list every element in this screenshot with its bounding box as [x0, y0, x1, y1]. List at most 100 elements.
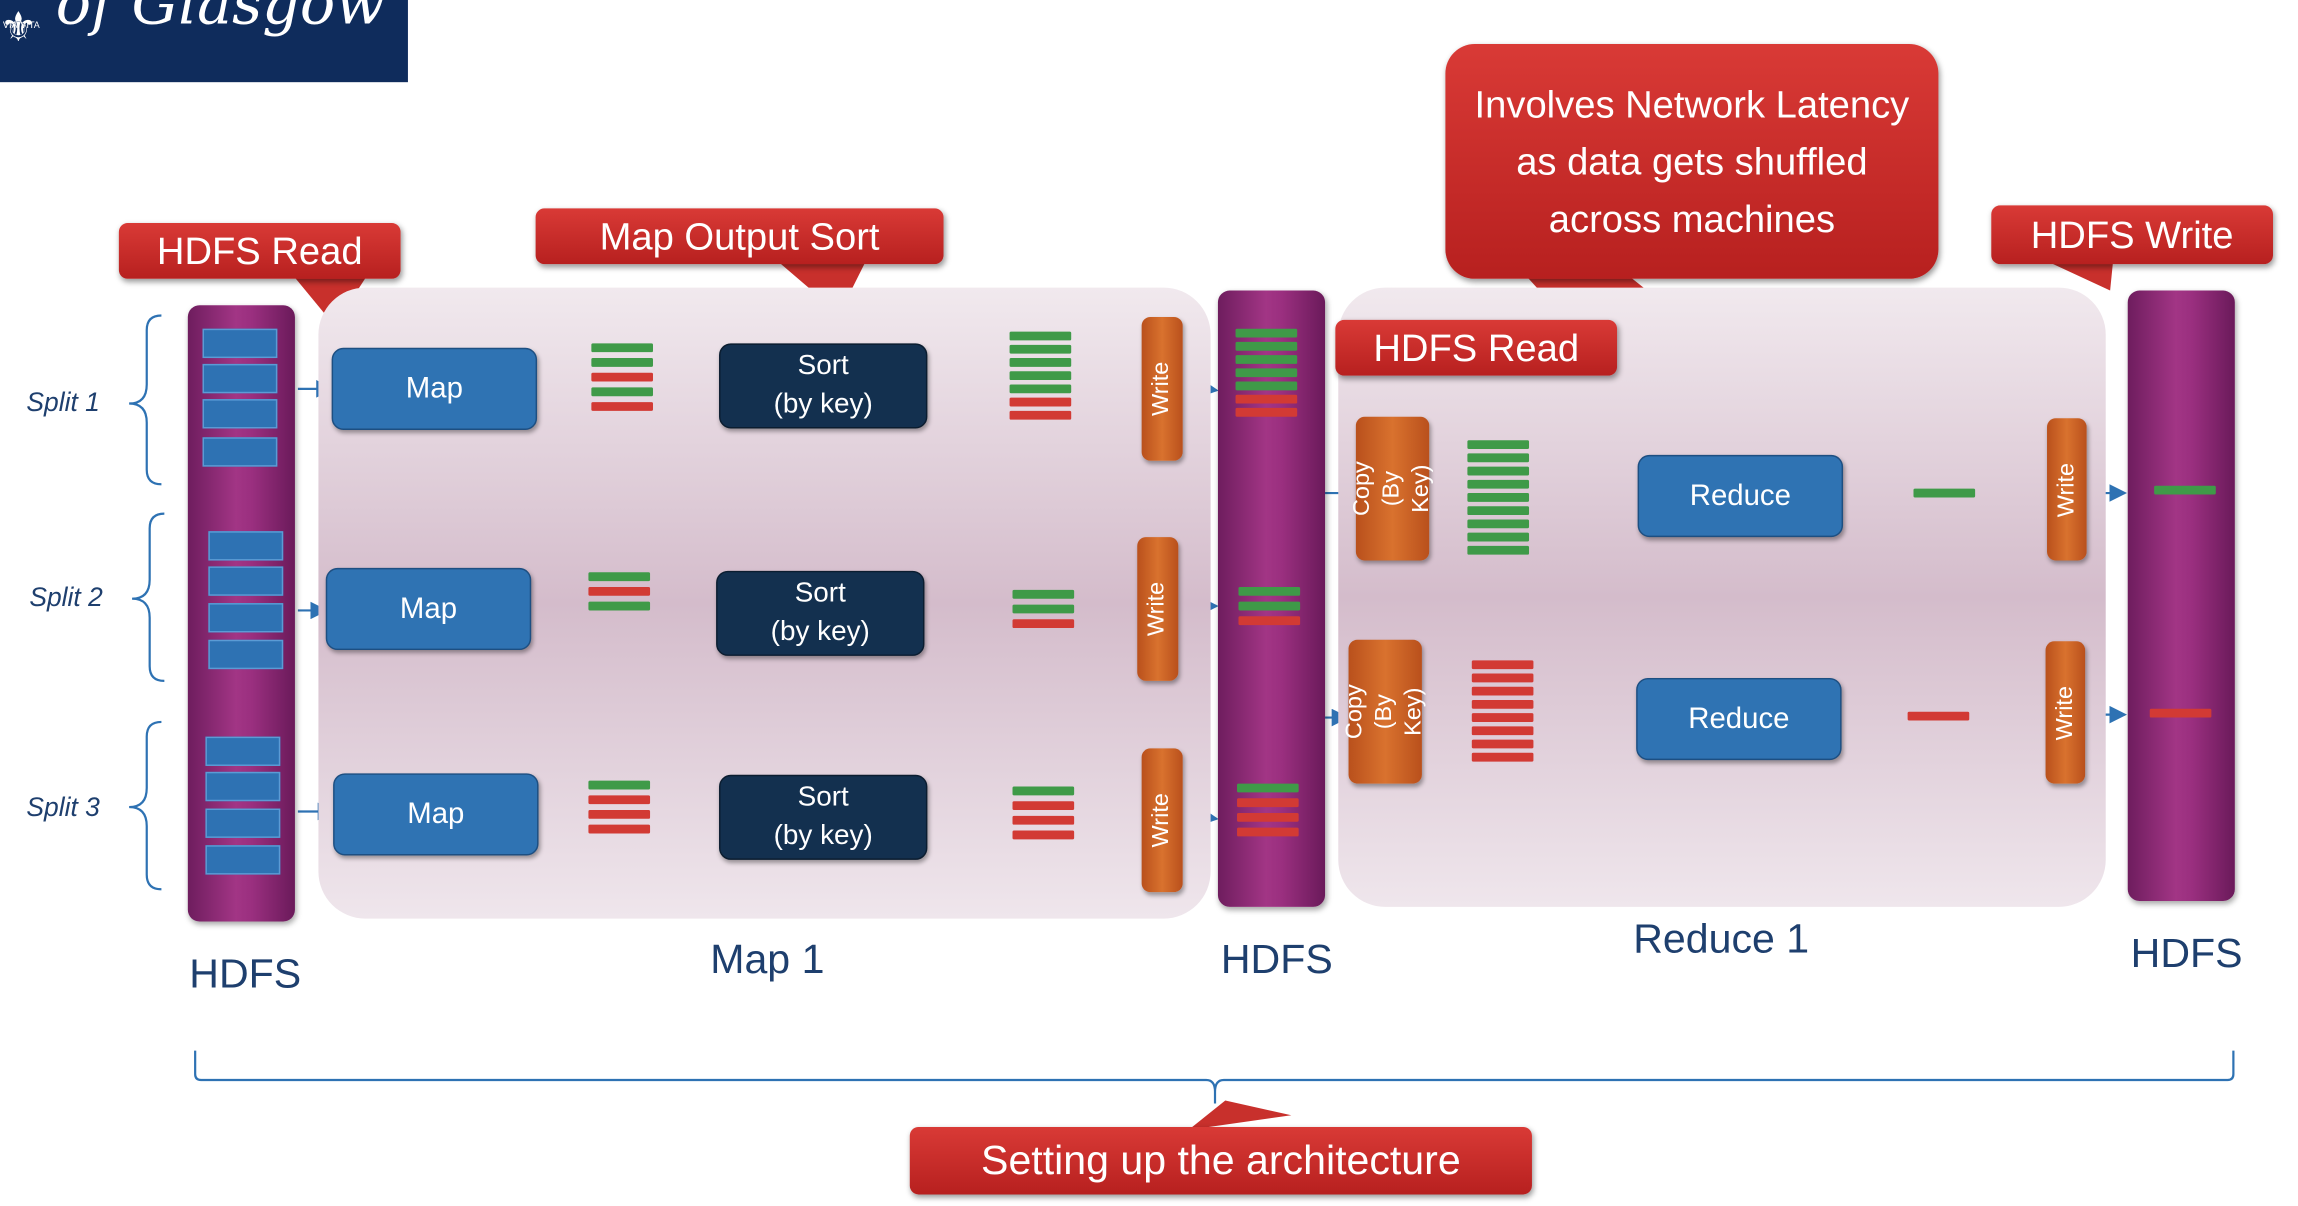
green-record — [1009, 331, 1072, 341]
split-1-label: Split 1 — [26, 387, 100, 417]
red-record — [1235, 394, 1298, 404]
red-record — [588, 810, 651, 819]
green-record — [1467, 532, 1530, 542]
green-record — [1235, 341, 1298, 351]
green-record — [1238, 601, 1301, 611]
green-record — [591, 358, 653, 367]
map-box-1: Map — [331, 347, 538, 430]
red-record — [1471, 660, 1534, 670]
caption-map1: Map 1 — [710, 936, 825, 982]
red-record — [591, 402, 653, 411]
green-record — [591, 343, 653, 353]
split-2-label: Split 2 — [29, 582, 103, 612]
write-box-reduce-2: Write — [2045, 641, 2086, 784]
write-box-reduce-1: Write — [2047, 418, 2087, 561]
callout-map-output-sort: Map Output Sort — [535, 208, 944, 265]
caption-hdfs-intermediate: HDFS — [1220, 936, 1333, 982]
green-record — [1235, 368, 1298, 378]
callout-setting-up: Setting up the architecture — [909, 1126, 1532, 1195]
reduce-box-1: Reduce — [1637, 454, 1844, 538]
green-record — [2154, 485, 2216, 495]
green-record — [1467, 493, 1530, 502]
map-box-2: Map — [325, 567, 532, 651]
green-record — [1467, 479, 1530, 489]
write-box-map-3: Write — [1141, 748, 1183, 893]
green-record — [1009, 344, 1072, 354]
red-record — [591, 372, 653, 382]
red-record — [1012, 815, 1075, 825]
hdfs-output-bar — [2127, 290, 2235, 901]
red-record — [1471, 713, 1534, 722]
red-record — [1009, 410, 1072, 420]
red-record — [1012, 619, 1075, 629]
red-record — [588, 824, 651, 834]
green-record — [588, 601, 651, 611]
logo-text: of Glasgow — [55, 0, 386, 39]
green-record — [1467, 453, 1530, 463]
red-record — [1238, 616, 1301, 626]
red-record — [1471, 699, 1534, 709]
green-record — [591, 387, 653, 397]
reduce-box-2: Reduce — [1636, 677, 1842, 761]
green-record — [1467, 545, 1530, 555]
caption-hdfs-input: HDFS — [189, 950, 302, 997]
caption-hdfs-output: HDFS — [2130, 930, 2243, 976]
callout-hdfs-read-input: HDFS Read — [118, 223, 401, 279]
red-record — [1235, 407, 1298, 417]
green-record — [1467, 506, 1530, 516]
red-record — [588, 795, 651, 805]
university-logo: ⚜ VIA VITA of Glasgow — [0, 0, 408, 83]
red-record — [1471, 752, 1534, 762]
green-record — [1235, 328, 1298, 338]
green-record — [1009, 358, 1072, 367]
split-3-label: Split 3 — [26, 792, 100, 822]
map-box-3: Map — [333, 773, 539, 856]
write-box-map-1: Write — [1141, 316, 1183, 461]
callout-hdfs-write: HDFS Write — [1991, 205, 2274, 265]
green-record — [1235, 381, 1298, 391]
green-record — [588, 572, 651, 582]
green-record — [1009, 371, 1072, 381]
red-record — [1012, 801, 1075, 811]
red-record — [1237, 827, 1299, 837]
red-record — [2149, 708, 2212, 718]
sort-box-1: Sort (by key) — [719, 343, 928, 429]
red-record — [1471, 686, 1534, 696]
green-record — [1235, 355, 1298, 364]
red-record — [1471, 739, 1534, 749]
green-record — [1238, 586, 1301, 596]
copy-box-1: Copy (By Key) — [1350, 416, 1434, 561]
sort-box-3: Sort (by key) — [719, 774, 928, 860]
reduce-region — [1338, 287, 2106, 907]
red-record — [1907, 711, 1970, 721]
green-record — [1009, 384, 1072, 394]
red-record — [1237, 798, 1299, 808]
crest-icon: ⚜ — [0, 2, 37, 52]
hdfs-input-bar — [187, 305, 295, 922]
green-record — [1012, 604, 1075, 614]
copy-box-2: Copy (By Key) — [1343, 639, 1426, 784]
green-record — [1012, 786, 1075, 796]
red-record — [1009, 397, 1072, 407]
red-record — [1012, 830, 1075, 840]
caption-reduce1: Reduce 1 — [1633, 915, 1810, 962]
logo-motto: VIA VITA — [2, 20, 40, 31]
split-braces — [129, 314, 165, 891]
callout-network-latency: Involves Network Latency as data gets sh… — [1445, 44, 1939, 279]
bottom-brace — [194, 1050, 2235, 1104]
green-record — [1913, 488, 1976, 498]
green-record — [1012, 589, 1075, 599]
red-record — [1471, 673, 1534, 683]
green-record — [1467, 519, 1530, 529]
callout-hdfs-read-reduce: HDFS Read — [1335, 319, 1618, 376]
sort-box-2: Sort (by key) — [716, 570, 925, 656]
green-record — [1237, 783, 1299, 793]
green-record — [1467, 440, 1530, 450]
red-record — [588, 586, 651, 596]
write-box-map-2: Write — [1137, 537, 1179, 681]
red-record — [1237, 812, 1299, 822]
green-record — [588, 780, 651, 790]
red-record — [1471, 726, 1534, 736]
green-record — [1467, 466, 1530, 476]
